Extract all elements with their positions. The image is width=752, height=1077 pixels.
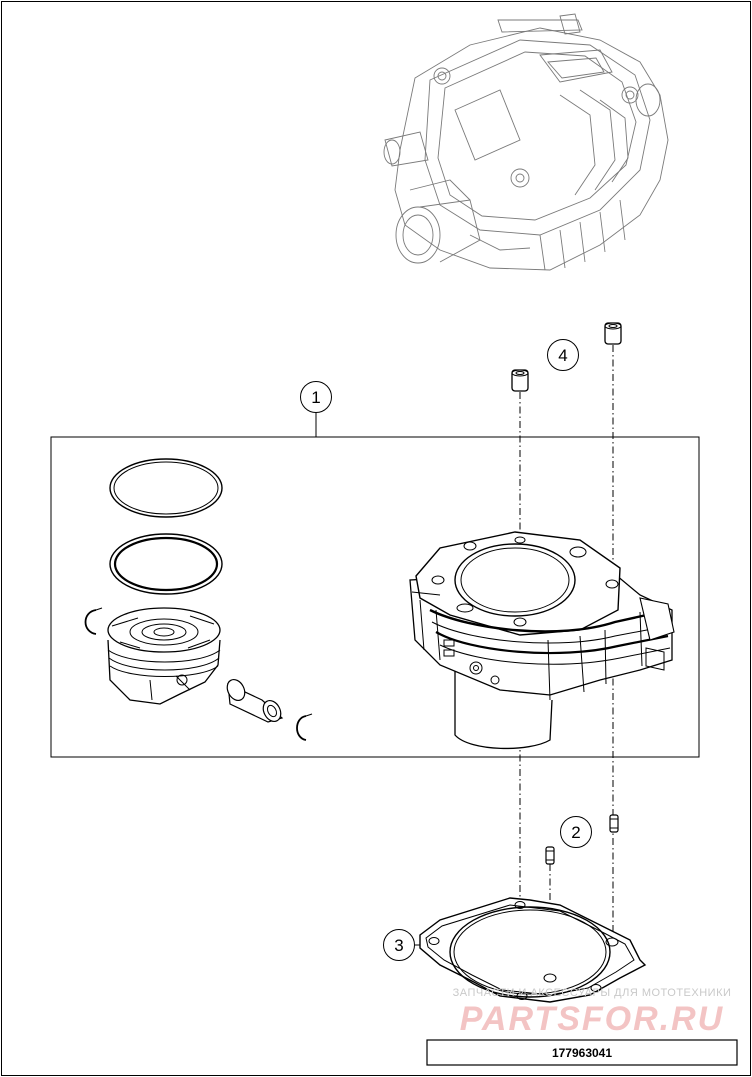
- svg-text:1: 1: [311, 388, 320, 407]
- dowel-pin-right: [609, 814, 619, 833]
- circlip-right: [296, 713, 313, 741]
- dowel-pin-left: [545, 846, 555, 865]
- callout-2: 2: [560, 816, 592, 848]
- part-number: 177963041: [552, 1046, 612, 1060]
- piston-ring-top: [109, 458, 223, 518]
- cylinder-kit-box: [50, 436, 700, 758]
- dowel-sleeve-top-right: [604, 322, 622, 345]
- cylinder: [409, 531, 675, 750]
- circlip-left: [84, 607, 103, 635]
- part-number-box: 177963041: [426, 1039, 738, 1066]
- piston-ring-second: [109, 533, 223, 595]
- svg-text:3: 3: [394, 936, 403, 955]
- svg-text:PARTSFOR.RU: PARTSFOR.RU: [460, 1000, 724, 1038]
- cylinder-head-illustration: [383, 13, 669, 271]
- piston-pin: [226, 678, 284, 723]
- base-gasket: [419, 897, 647, 1003]
- callout-1: 1: [300, 381, 332, 437]
- dowel-sleeve-top-left: [511, 369, 529, 392]
- svg-text:2: 2: [571, 823, 580, 842]
- svg-text:ЗАПЧАСТИ И АКСЕССУАРЫ ДЛЯ МОТО: ЗАПЧАСТИ И АКСЕССУАРЫ ДЛЯ МОТОТЕХНИКИ: [453, 987, 732, 999]
- watermark: ЗАПЧАСТИ И АКСЕССУАРЫ ДЛЯ МОТОТЕХНИКИ PA…: [453, 987, 732, 1038]
- piston: [107, 607, 221, 705]
- callout-4: 4: [547, 339, 579, 371]
- svg-text:4: 4: [558, 346, 567, 365]
